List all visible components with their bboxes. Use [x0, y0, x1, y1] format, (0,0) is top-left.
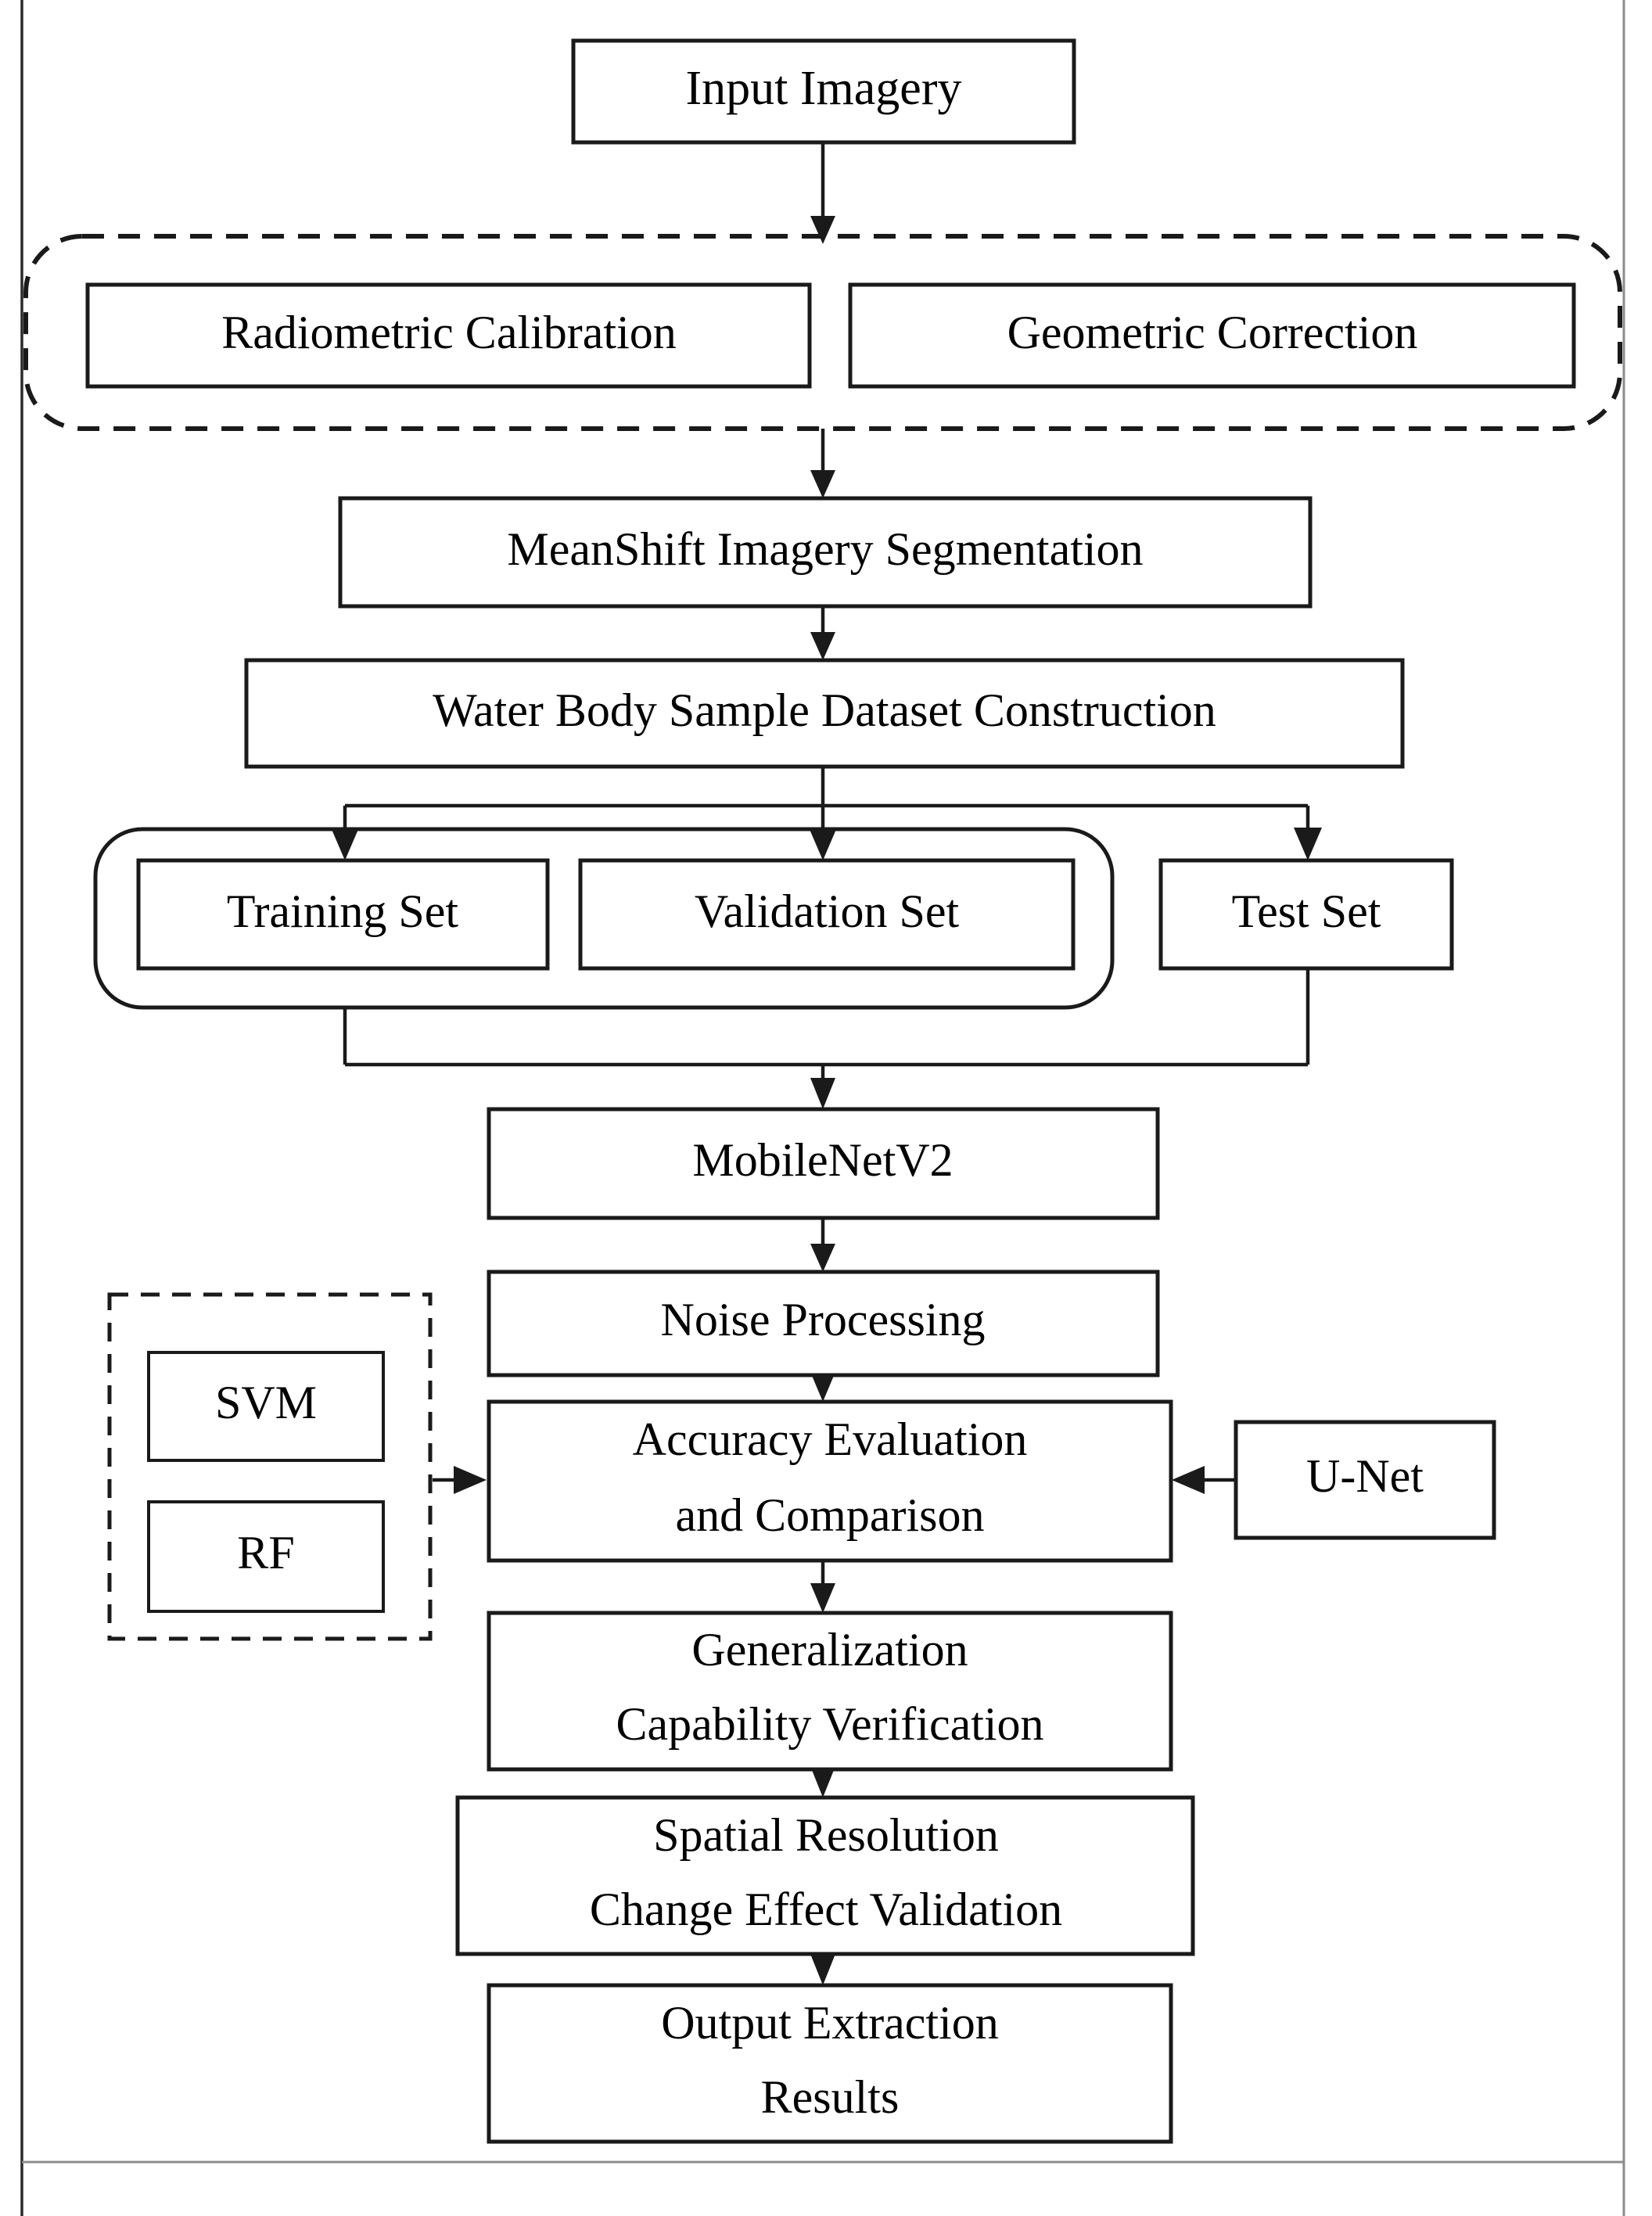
label-svm: SVM: [215, 1377, 317, 1428]
arrowhead-preprocessing-in: [810, 216, 835, 244]
node-box-geometric-correction[interactable]: [848, 282, 1576, 389]
arrowhead-meanshift-in: [810, 470, 835, 498]
node-box-spatial-resolution[interactable]: [455, 1795, 1195, 1956]
label-noise-processing: Noise Processing: [661, 1294, 986, 1345]
arrowhead-test-in: [1294, 828, 1322, 860]
label-radiometric-calibration: Radiometric Calibration: [221, 307, 677, 358]
node-box-validation-set[interactable]: [578, 858, 1076, 971]
arrowhead-mobilenet-in: [810, 1078, 835, 1109]
node-box-unet[interactable]: [1234, 1420, 1496, 1540]
arrowhead-accuracy-right-in: [1172, 1466, 1205, 1494]
label-validation-set: Validation Set: [695, 885, 960, 937]
arrowhead-accuracy-top-in: [810, 1372, 835, 1402]
label-rf: RF: [237, 1527, 294, 1578]
node-box-svm[interactable]: [147, 1351, 385, 1462]
label-accuracy-evaluation-line1: Accuracy Evaluation: [633, 1413, 1028, 1465]
node-box-generalization[interactable]: [487, 1611, 1173, 1772]
label-meanshift-segmentation: MeanShift Imagery Segmentation: [507, 523, 1143, 575]
label-generalization-line2: Capability Verification: [616, 1698, 1043, 1750]
label-unet: U-Net: [1306, 1450, 1424, 1502]
arrowhead-noise-in: [810, 1244, 835, 1272]
arrowhead-output-in: [810, 1954, 835, 1985]
label-training-set: Training Set: [227, 885, 458, 937]
label-generalization-line1: Generalization: [691, 1624, 968, 1675]
node-box-radiometric-calibration[interactable]: [85, 282, 812, 389]
preprocessing-group-box: [23, 234, 1622, 431]
arrowhead-dataset-in: [810, 632, 835, 660]
arrowhead-validation-in: [809, 828, 837, 860]
node-box-output-results[interactable]: [487, 1983, 1173, 2144]
node-box-test-set[interactable]: [1158, 858, 1454, 971]
node-box-dataset-construction[interactable]: [244, 658, 1405, 769]
node-box-rf[interactable]: [147, 1500, 385, 1613]
node-box-meanshift-segmentation[interactable]: [338, 496, 1313, 609]
node-box-noise-processing[interactable]: [487, 1270, 1160, 1377]
node-box-accuracy-evaluation[interactable]: [487, 1399, 1173, 1563]
node-box-input-imagery[interactable]: [571, 38, 1076, 145]
label-spatial-resolution-line1: Spatial Resolution: [653, 1809, 999, 1861]
training-validation-group-box: [93, 827, 1115, 1010]
label-accuracy-evaluation-line2: and Comparison: [676, 1489, 985, 1541]
arrowhead-generalization-in: [810, 1583, 835, 1613]
label-output-results-line1: Output Extraction: [661, 1997, 999, 2049]
arrowhead-accuracy-left-in: [454, 1466, 487, 1494]
arrowhead-spatial-in: [810, 1766, 835, 1798]
label-geometric-correction: Geometric Correction: [1007, 307, 1418, 358]
node-box-training-set[interactable]: [136, 858, 550, 971]
node-box-mobilenetv2[interactable]: [487, 1107, 1160, 1220]
label-mobilenetv2: MobileNetV2: [692, 1134, 953, 1186]
label-test-set: Test Set: [1232, 885, 1381, 937]
label-spatial-resolution-line2: Change Effect Validation: [590, 1884, 1062, 1935]
label-output-results-line2: Results: [761, 2071, 900, 2123]
traditional-classifiers-group-box: [107, 1292, 433, 1641]
label-dataset-construction: Water Body Sample Dataset Construction: [433, 684, 1216, 736]
arrowhead-training-in: [331, 828, 359, 860]
label-input-imagery: Input Imagery: [686, 62, 962, 115]
